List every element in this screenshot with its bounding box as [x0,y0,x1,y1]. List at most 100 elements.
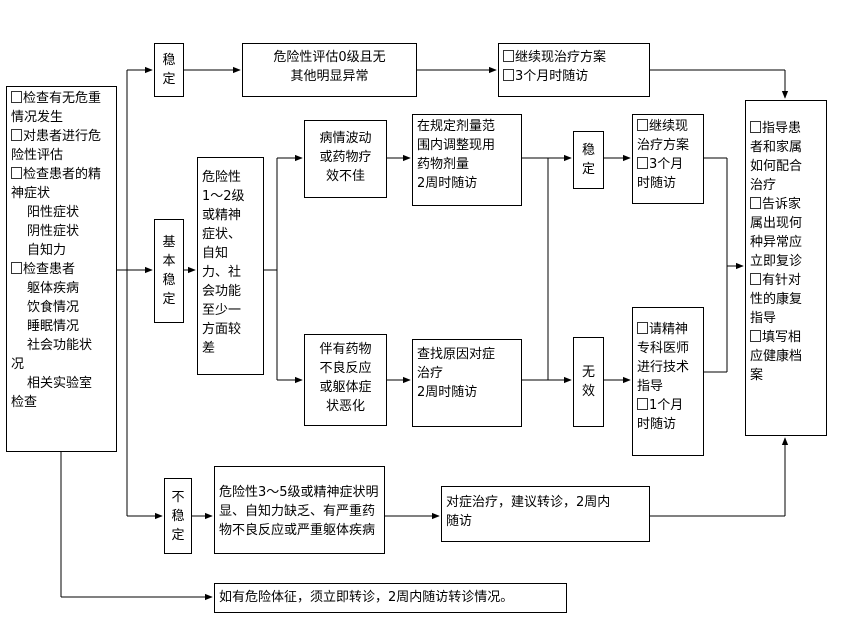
text-line: 躯体疾病 [27,281,80,296]
text-line: 会功能 [202,284,242,299]
text-line: 如何配合 [750,159,803,174]
text-line: 危险性3～5级或精神症状明 [219,485,379,500]
symptom-treatment-box: 查找原因对症治疗 2周时随访 [412,339,522,427]
text-line: 检查有无危重 [11,89,112,108]
text-line: 进行技术 [637,360,690,375]
text-line: 继续现 [637,117,699,136]
text-line: 指导 [637,379,664,394]
text-line: 或精神 [202,208,242,223]
text-line: 状恶化 [325,399,365,414]
text-line: 围内调整现用 [417,138,496,153]
text-line: 稳 [581,143,595,158]
text-line: 检查 [11,395,38,410]
text-line: 差 [202,341,216,356]
text-line: 定 [171,527,185,543]
text-line: 指导 [750,311,777,326]
fluctuation-box: 病情波动或药物疗效不佳 [304,120,387,198]
text-line: 查找原因对症 [417,347,496,362]
text-line: 者和家属 [750,140,803,155]
text-line: 相关实验室 [27,376,93,391]
basic-condition-box: 危险性 1～2级或精神症状、自知力、社会功能至少一方面较差 [197,157,264,375]
text-line: 时随访 [637,176,677,191]
assessment-checklist: 检查有无危重情况发生对患者进行危险性评估检查患者的精神症状阳性症状阴性症状自知力… [6,86,117,452]
text-line: 案 [750,368,764,383]
text-line: 定 [162,72,176,87]
text-line: 稳 [162,53,176,68]
text-line: 稳 [171,508,185,524]
text-line: 不 [171,489,185,505]
text-line: 症状、 [202,227,242,242]
text-line: 2周时随访 [417,176,478,191]
text-line: 1～2级 [202,189,245,204]
text-line: 2周时随访 [417,385,478,400]
text-line: 自知力 [27,243,67,258]
unstable-condition-box: 危险性3～5级或精神症状明显、自知力缺乏、有严重药物不良反应或严重躯体疾病 [214,466,385,554]
text-line: 3个月时随访 [503,67,645,86]
text-line: 对患者进行危 [11,127,112,146]
text-line: 力、社 [202,265,242,280]
text-line: 定 [581,162,595,177]
text-line: 请精神 [637,320,699,339]
invalid-label: 无效 [573,337,604,427]
text-line: 检查患者的精 [11,165,112,184]
text-line: 随访 [446,514,473,529]
text-line: 至少一 [202,303,242,318]
text-line: 治疗方案 [637,138,690,153]
text-line: 自知 [202,246,229,261]
unstable-label: 不稳定 [164,478,192,554]
text-line: 1个月 [637,396,699,415]
danger-sign-note: 如有危险体征，须立即转诊，2周内随访转诊情况。 [214,583,567,613]
specialist-guidance-box: 请精神专科医师进行技术指导 1个月时随访 [632,307,704,456]
text-line: 药物剂量 [417,157,470,172]
text-line: 有针对 [750,271,822,290]
text-line: 告诉家 [750,195,822,214]
text-line: 本 [162,254,176,269]
text-line: 属出现何 [750,216,803,231]
text-line: 效不佳 [325,169,365,184]
text-line: 应健康档 [750,349,803,364]
basic-stable-label: 基本稳定 [154,219,184,323]
text-line: 如有危险体征，须立即转诊，2周内随访转诊情况。 [219,590,514,605]
text-line: 伴有药物 [319,342,372,357]
text-line: 专科医师 [637,341,690,356]
text-line: 情况发生 [11,110,64,125]
text-line: 显、自知力缺乏、有严重药 [219,504,376,519]
text-line: 阳性症状 [27,205,80,220]
text-line: 继续现治疗方案 [503,48,645,67]
text-line: 填写相 [750,328,822,347]
text-line: 稳 [162,273,176,288]
text-line: 治疗 [750,178,777,193]
text-line: 睡眠情况 [27,319,80,334]
text-line: 立即复诊 [750,254,803,269]
text-line: 基 [162,235,176,250]
text-line: 种异常应 [750,235,803,250]
text-line: 性的康复 [750,292,803,307]
text-line: 或药物疗 [319,150,372,165]
text-line: 方面较 [202,322,242,337]
text-line: 定 [162,292,176,307]
stable-result-box: 危险性评估0级且无其他明显异常 [242,43,417,97]
text-line: 阴性症状 [27,224,80,239]
text-line: 危险性评估0级且无 [273,50,386,65]
text-line: 神症状 [11,186,51,201]
stable-label: 稳定 [154,43,184,97]
text-line: 不良反应 [319,361,372,376]
text-line: 对症治疗，建议转诊，2周内 [446,495,611,510]
text-line: 危险性 [202,170,242,185]
stable-label-2: 稳定 [573,131,604,189]
text-line: 病情波动 [319,131,372,146]
text-line: 险性评估 [11,148,64,163]
text-line: 检查患者 [11,260,112,279]
text-line: 3个月 [637,155,699,174]
text-line: 物不良反应或严重躯体疾病 [219,523,376,538]
text-line: 治疗 [417,366,444,381]
text-line: 饮食情况 [27,300,80,315]
text-line: 况 [11,357,25,372]
referral-box: 对症治疗，建议转诊，2周内随访 [441,486,650,542]
adverse-reaction-box: 伴有药物不良反应或躯体症状恶化 [304,334,387,426]
text-line: 无 [581,365,595,380]
text-line: 时随访 [637,417,677,432]
patient-guidance-box: 指导患者和家属如何配合治疗告诉家属出现何种异常应立即复诊有针对性的康复指导填写相… [745,100,827,436]
